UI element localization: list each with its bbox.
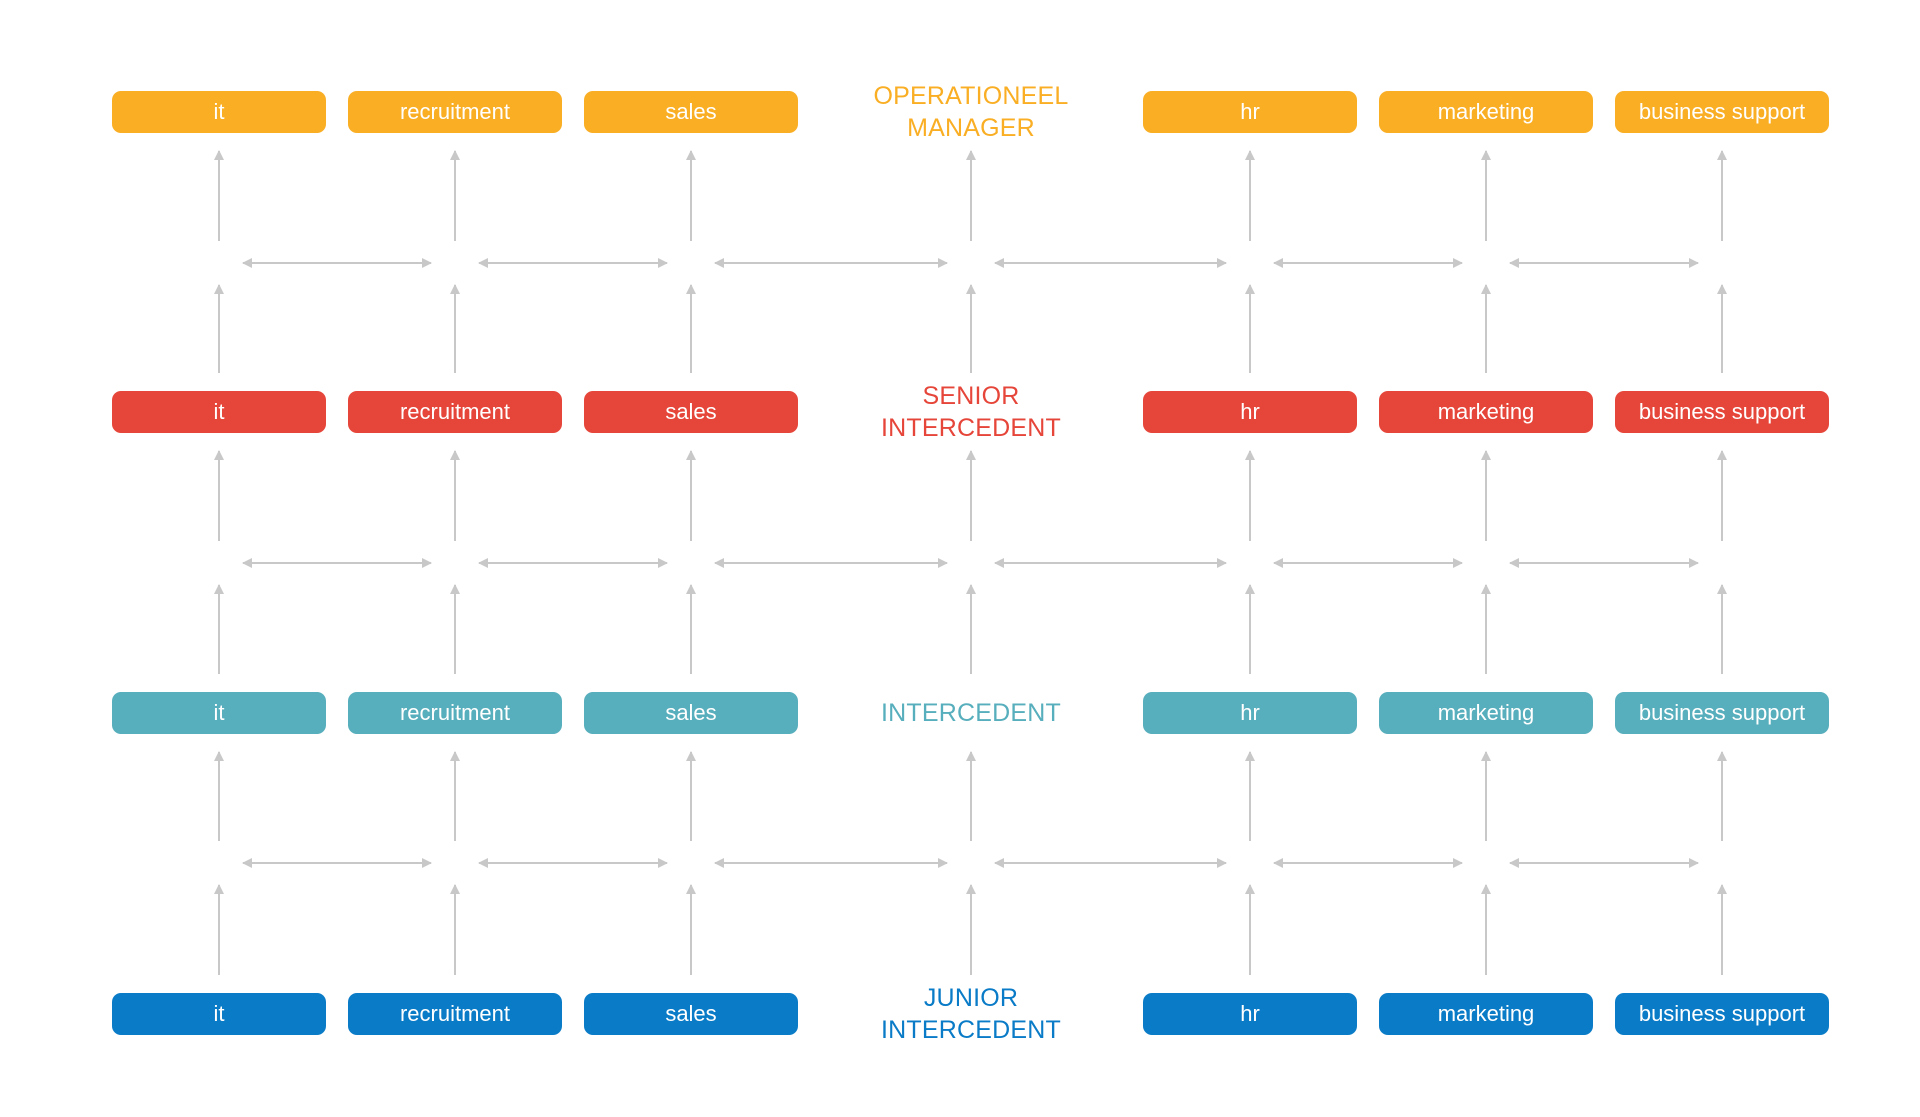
senior-intercedent-marketing-box: marketing: [1379, 391, 1593, 433]
intercedent-it-box: it: [112, 692, 326, 734]
junior-intercedent-it-box: it: [112, 993, 326, 1035]
senior-intercedent-title-line: INTERCEDENT: [881, 414, 1061, 442]
senior-intercedent-title-line: SENIOR: [922, 382, 1020, 410]
operationeel-manager-sales-box: sales: [584, 91, 798, 133]
operationeel-manager-title-line: OPERATIONEEL: [873, 82, 1069, 110]
operationeel-manager-title: OPERATIONEEL MANAGER: [841, 80, 1101, 144]
junior-intercedent-sales-box: sales: [584, 993, 798, 1035]
operationeel-manager-recruitment-box: recruitment: [348, 91, 562, 133]
senior-intercedent-hr-box: hr: [1143, 391, 1357, 433]
junior-intercedent-title-line: INTERCEDENT: [881, 1016, 1061, 1044]
intercedent-recruitment-box: recruitment: [348, 692, 562, 734]
intercedent-title-line: INTERCEDENT: [881, 699, 1061, 727]
intercedent-title: INTERCEDENT: [841, 697, 1101, 729]
operationeel-manager-marketing-box: marketing: [1379, 91, 1593, 133]
operationeel-manager-it-box: it: [112, 91, 326, 133]
operationeel-manager-business-support-box: business support: [1615, 91, 1829, 133]
junior-intercedent-recruitment-box: recruitment: [348, 993, 562, 1035]
operationeel-manager-title-line: MANAGER: [907, 114, 1035, 142]
senior-intercedent-sales-box: sales: [584, 391, 798, 433]
senior-intercedent-title: SENIOR INTERCEDENT: [841, 380, 1101, 444]
intercedent-business-support-box: business support: [1615, 692, 1829, 734]
intercedent-hr-box: hr: [1143, 692, 1357, 734]
junior-intercedent-business-support-box: business support: [1615, 993, 1829, 1035]
senior-intercedent-recruitment-box: recruitment: [348, 391, 562, 433]
junior-intercedent-title-line: JUNIOR: [923, 984, 1019, 1012]
senior-intercedent-it-box: it: [112, 391, 326, 433]
junior-intercedent-marketing-box: marketing: [1379, 993, 1593, 1035]
junior-intercedent-hr-box: hr: [1143, 993, 1357, 1035]
intercedent-marketing-box: marketing: [1379, 692, 1593, 734]
operationeel-manager-hr-box: hr: [1143, 91, 1357, 133]
senior-intercedent-business-support-box: business support: [1615, 391, 1829, 433]
junior-intercedent-title: JUNIOR INTERCEDENT: [841, 982, 1101, 1046]
intercedent-sales-box: sales: [584, 692, 798, 734]
